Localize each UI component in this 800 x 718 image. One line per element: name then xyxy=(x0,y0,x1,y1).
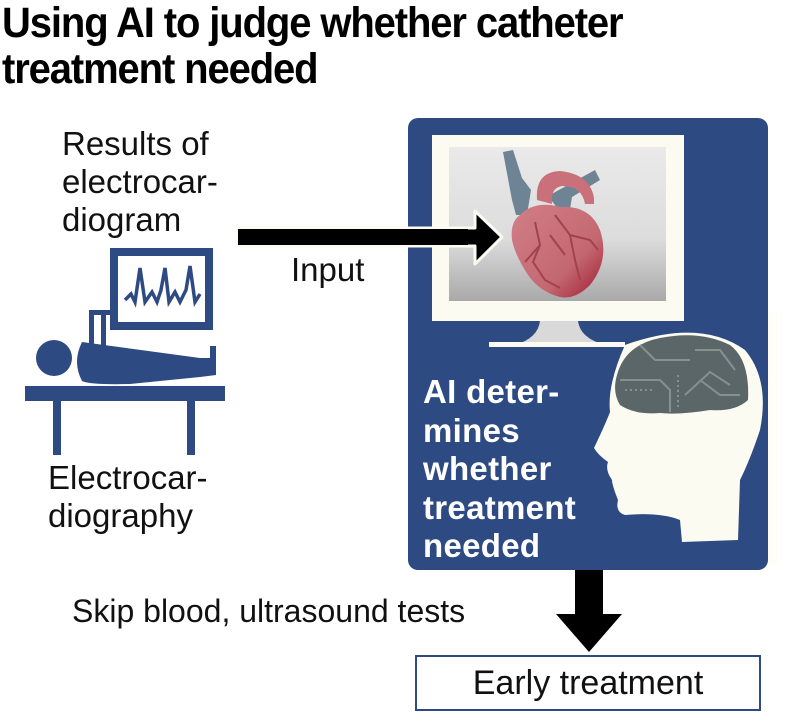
results-label-line-2: electrocar- xyxy=(62,163,218,200)
ai-text-line-1: AI deter- xyxy=(423,373,560,410)
results-label: Results of electrocar- diogram xyxy=(62,125,218,239)
skip-tests-label: Skip blood, ultrasound tests xyxy=(72,593,466,629)
early-treatment-box: Early treatment xyxy=(415,655,761,711)
ai-determines-text: AI deter- mines whether treatment needed xyxy=(423,373,576,566)
ai-text-line-5: needed xyxy=(423,527,541,564)
title-line-2: treatment needed xyxy=(2,45,319,93)
bed-leg-left xyxy=(53,400,61,455)
bed-top xyxy=(25,386,225,401)
results-label-line-1: Results of xyxy=(62,125,209,162)
early-treatment-label: Early treatment xyxy=(472,663,704,702)
patient-body xyxy=(77,342,216,385)
ai-text-line-4: treatment xyxy=(423,488,577,526)
panel-edge-strip xyxy=(768,312,778,564)
bed-leg-right xyxy=(187,400,195,455)
ecg-wave-icon xyxy=(123,265,202,308)
patient-head xyxy=(36,340,72,376)
ai-text-line-2: mines xyxy=(423,411,520,449)
results-label-line-3: diogram xyxy=(62,201,182,238)
ai-text-line-3: whether xyxy=(423,450,552,487)
title-line-1: Using AI to judge whether catheter xyxy=(2,0,624,47)
page-title: Using AI to judge whether catheter treat… xyxy=(2,0,746,92)
device-label-line-1: Electrocar- xyxy=(48,459,208,496)
device-label: Electrocar- diography xyxy=(48,459,208,535)
device-label-line-2: diography xyxy=(48,497,193,534)
ecg-monitor-icon xyxy=(110,248,213,330)
input-label: Input xyxy=(291,251,365,288)
